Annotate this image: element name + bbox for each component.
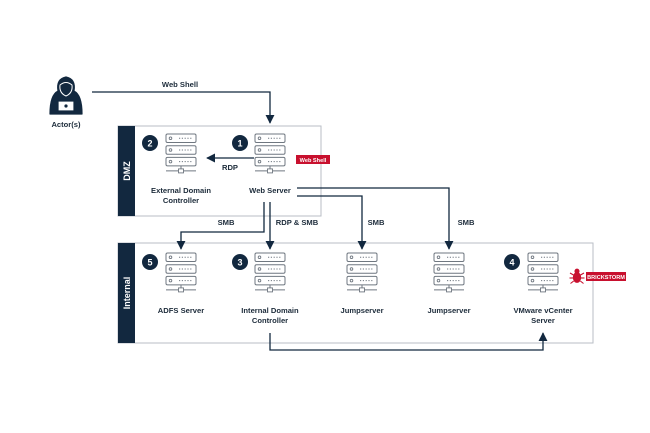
server-icon-vcenter — [527, 252, 559, 293]
edge-label-web-jump1: SMB — [368, 218, 385, 227]
step-badge-1: 1 — [232, 135, 248, 151]
edge-web-adfs — [176, 202, 265, 250]
server-icon-jump2 — [433, 252, 465, 293]
node-label-jump1: Jumpserver — [340, 306, 383, 315]
edge-label-actor-web: Web Shell — [162, 80, 198, 89]
web-shell-tag: Web Shell — [296, 155, 330, 164]
hooded-hacker-laptop-icon — [49, 76, 83, 115]
actor-label: Actor(s) — [51, 120, 81, 129]
server-icon-internal-dc — [254, 252, 286, 293]
edge-label-web-jump2: SMB — [458, 218, 475, 227]
edge-labels: Web Shell RDP SMB RDP & SMB SMB SMB — [162, 80, 475, 227]
node-label-internal-dc-line2: Controller — [252, 316, 288, 325]
dmz-zone: DMZ — [117, 125, 322, 217]
edges — [92, 91, 548, 351]
node-label-external-dc: External Domain — [151, 186, 211, 195]
server-icon-jump1 — [346, 252, 378, 293]
step-badges: 1 2 3 4 5 — [142, 135, 520, 270]
step-badge-2: 2 — [142, 135, 158, 151]
node-label-web-server: Web Server — [249, 186, 291, 195]
node-label-vcenter-line2: Server — [531, 316, 555, 325]
edge-label-web-intdc: RDP & SMB — [276, 218, 319, 227]
brickstorm-tag-label: BRICKSTORM — [587, 275, 625, 281]
dmz-zone-label: DMZ — [122, 161, 132, 181]
step-number-5: 5 — [147, 258, 152, 268]
edge-actor-web — [92, 91, 275, 124]
step-number-2: 2 — [147, 139, 152, 149]
actor: Actor(s) — [49, 76, 83, 129]
edge-label-web-adfs: SMB — [218, 218, 235, 227]
servers — [165, 133, 559, 293]
internal-zone: Internal — [117, 242, 594, 344]
node-label-vcenter: VMware vCenter — [513, 306, 572, 315]
node-label-internal-dc: Internal Domain — [241, 306, 299, 315]
edge-intdc-vcenter — [269, 332, 548, 351]
edge-web-jump1 — [297, 195, 367, 250]
step-badge-4: 4 — [504, 254, 520, 270]
node-labels: Web Server External Domain Controller AD… — [151, 186, 573, 325]
server-icon-external-dc — [165, 133, 197, 174]
malware-bug-icon — [569, 268, 585, 284]
step-badge-5: 5 — [142, 254, 158, 270]
web-shell-tag-label: Web Shell — [300, 158, 327, 164]
server-icon-adfs — [165, 252, 197, 293]
edge-label-web-extdc: RDP — [222, 163, 238, 172]
server-icon-web-server — [254, 133, 286, 174]
node-label-adfs: ADFS Server — [158, 306, 204, 315]
internal-zone-label: Internal — [122, 277, 132, 310]
step-number-3: 3 — [237, 258, 242, 268]
step-badge-3: 3 — [232, 254, 248, 270]
brickstorm-tag: BRICKSTORM — [569, 268, 626, 284]
node-label-external-dc-line2: Controller — [163, 196, 199, 205]
step-number-1: 1 — [237, 139, 242, 149]
node-label-jump2: Jumpserver — [427, 306, 470, 315]
step-number-4: 4 — [509, 258, 514, 268]
edge-web-jump2 — [297, 187, 454, 250]
